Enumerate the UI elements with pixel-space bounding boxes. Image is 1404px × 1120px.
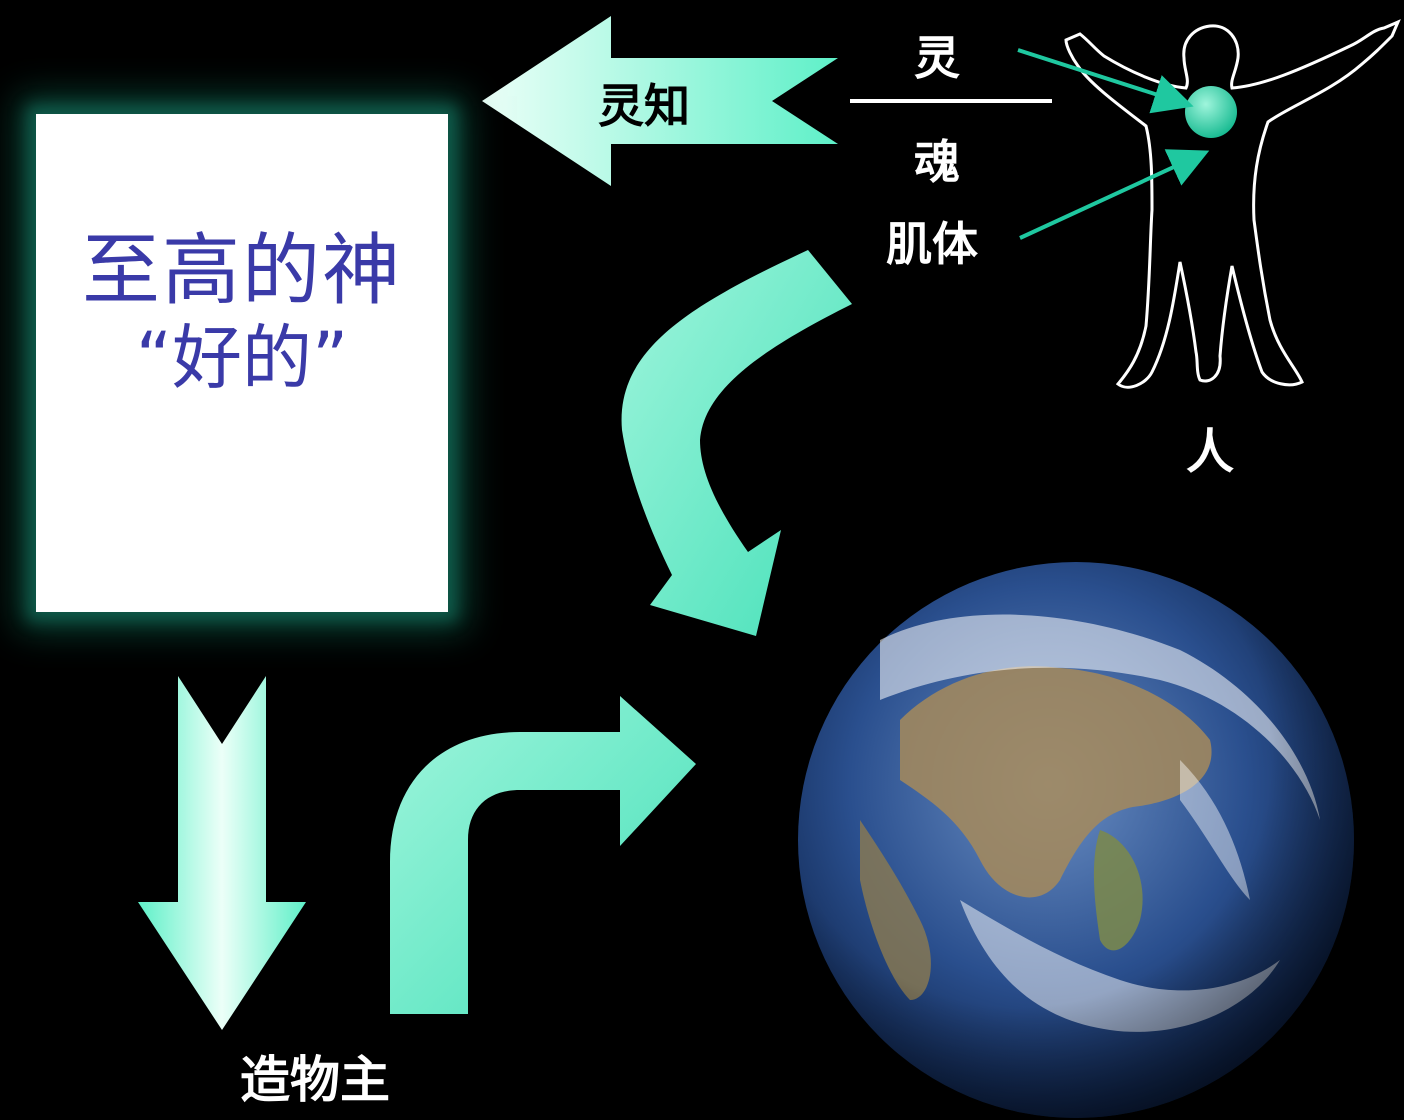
- spiritual-knowledge-label: 灵知: [598, 79, 690, 133]
- spirit-soul-divider: [850, 99, 1052, 103]
- soul-label: 魂: [914, 135, 960, 189]
- god-to-creator-arrow: [138, 676, 306, 1030]
- creator-to-earth-curved-arrow: [390, 696, 696, 1014]
- man-to-earth-curved-arrow: [621, 250, 852, 636]
- supreme-god-box: 至高的神 “好的”: [36, 114, 448, 612]
- spirit-orb-icon: [1185, 86, 1237, 138]
- god-box-subtitle: “好的”: [135, 317, 349, 399]
- creator-label: 造物主: [240, 1051, 390, 1109]
- spiritual-knowledge-arrow: [482, 16, 838, 186]
- earth-globe-icon: [798, 562, 1354, 1118]
- human-outline-icon: [1064, 19, 1401, 389]
- spirit-pointer: [1017, 48, 1194, 114]
- man-label: 人: [1186, 424, 1235, 480]
- body-label: 肌体: [886, 217, 978, 271]
- soul-pointer: [1019, 149, 1210, 240]
- god-box-title: 至高的神: [81, 226, 402, 316]
- spirit-label: 灵: [914, 31, 960, 85]
